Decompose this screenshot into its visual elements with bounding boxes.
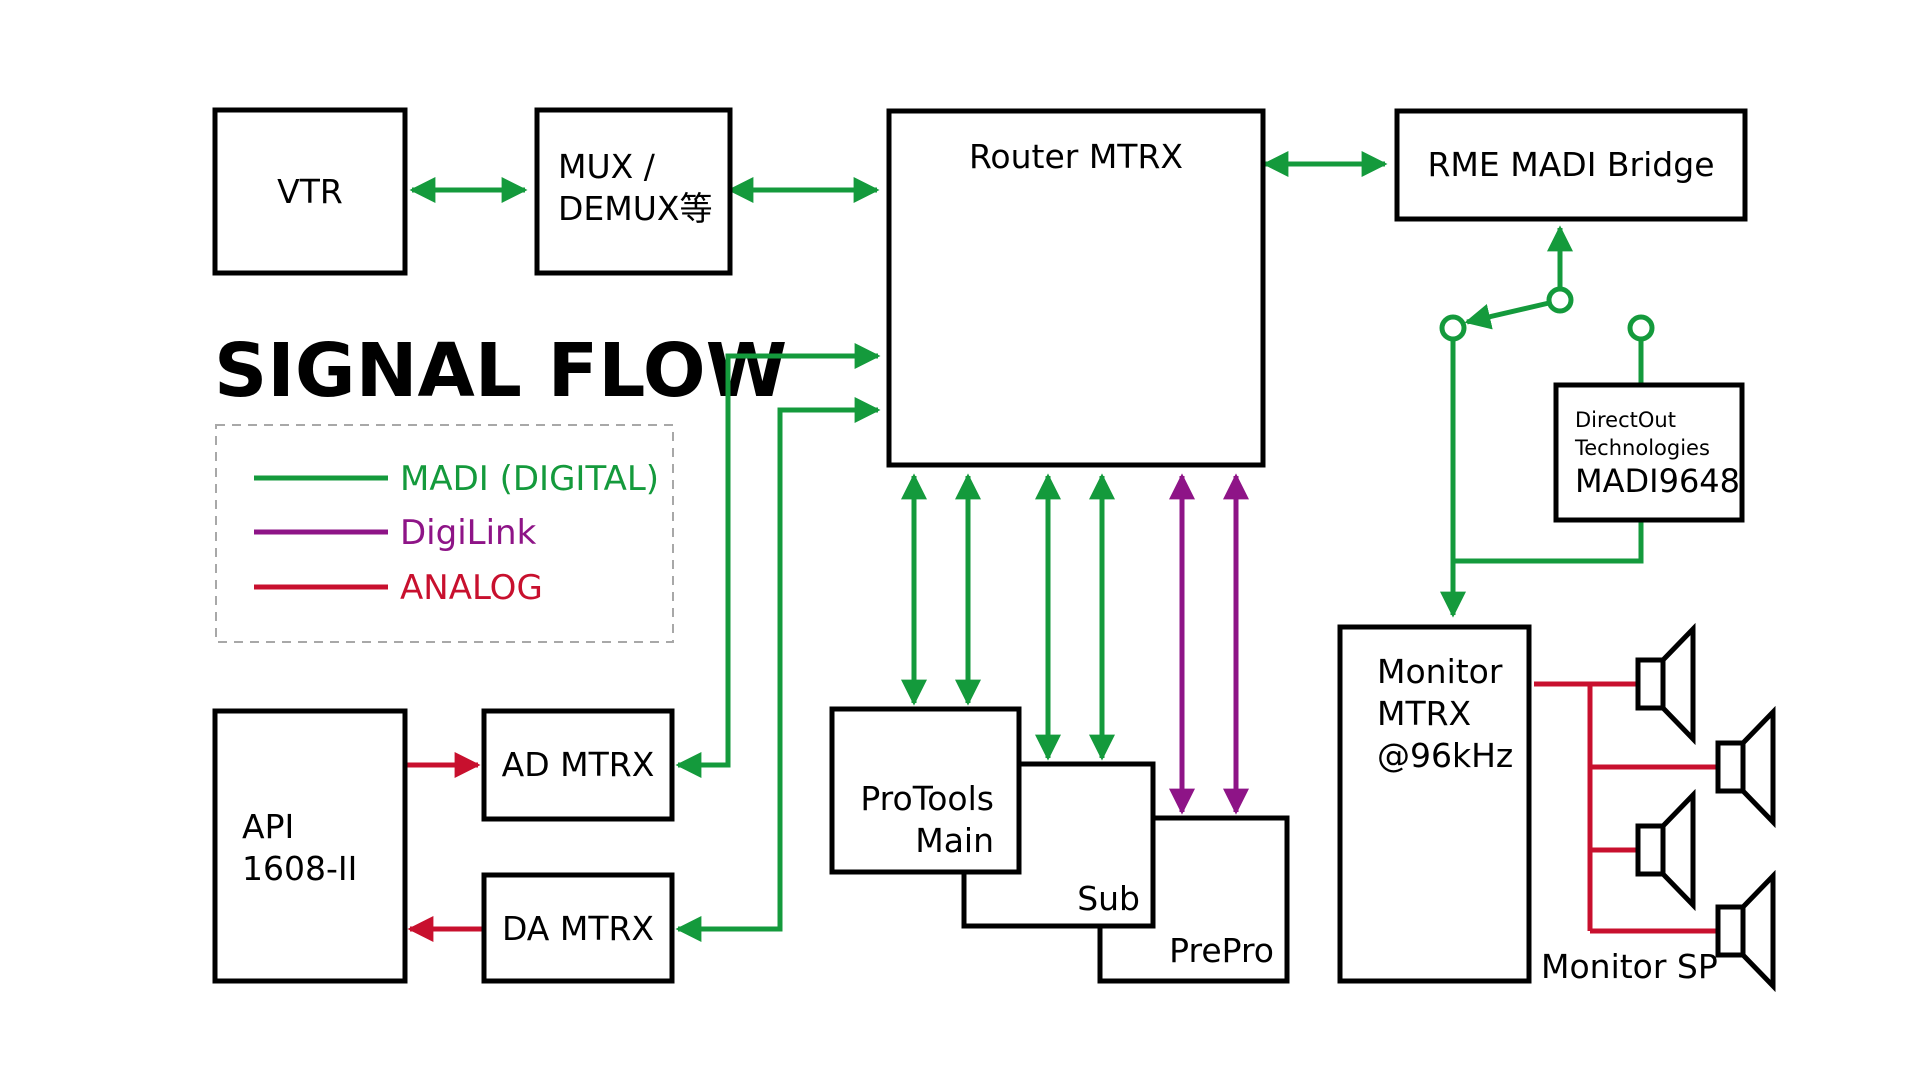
legend-frame [215, 424, 674, 643]
switch-port-icon [1546, 286, 1574, 314]
link-da-router [675, 397, 881, 942]
legend-label-madi: MADI (DIGITAL) [400, 459, 659, 499]
sub-label: Sub [1077, 879, 1140, 918]
api-label-line2: 1608-II [242, 849, 357, 888]
api-box: API 1608-II [212, 708, 408, 984]
mux-box: MUX / DEMUX等 [534, 107, 733, 276]
legend-item-digilink: DigiLink [254, 513, 537, 553]
speaker-icon [1635, 788, 1696, 912]
api-label-line1: API [242, 807, 294, 846]
analog-speaker-bus [1534, 681, 1720, 934]
monitor-mtrx-box: Monitor MTRX @96kHz [1337, 624, 1532, 984]
monitor-sp-label: Monitor SP [1541, 947, 1718, 986]
speaker-icon [1715, 869, 1776, 993]
rme-box: RME MADI Bridge [1394, 108, 1748, 222]
da-mtrx-box: DA MTRX [481, 872, 675, 984]
legend: MADI (DIGITAL) DigiLink ANALOG [215, 424, 674, 643]
directout-label-line1: DirectOut [1575, 408, 1676, 432]
switch-lever [1464, 300, 1550, 330]
router-box: Router MTRX [886, 108, 1266, 468]
da-mtrx-label: DA MTRX [502, 909, 654, 948]
protools-main-box: ProTools Main [829, 706, 1022, 875]
legend-label-analog: ANALOG [400, 568, 543, 608]
switch-port-icon [1439, 314, 1467, 342]
link-directout-monitor [1453, 520, 1644, 564]
vtr-label: VTR [277, 172, 343, 211]
protools-label-line1: ProTools [860, 779, 994, 818]
mux-label-line2: DEMUX等 [558, 189, 713, 228]
diagram-title: SIGNAL FLOW [214, 328, 787, 414]
mux-label-line1: MUX / [558, 147, 656, 186]
rme-label: RME MADI Bridge [1428, 145, 1715, 184]
prepro-label: PrePro [1169, 931, 1274, 970]
protools-label-line2: Main [915, 821, 994, 860]
connections [407, 151, 1720, 942]
directout-label-line2: Technologies [1574, 436, 1710, 460]
legend-item-madi: MADI (DIGITAL) [254, 459, 659, 499]
directout-label-line3: MADI9648 [1575, 462, 1740, 500]
ad-mtrx-box: AD MTRX [481, 708, 675, 822]
legend-label-digilink: DigiLink [400, 513, 537, 553]
ad-mtrx-label: AD MTRX [502, 745, 655, 784]
legend-item-analog: ANALOG [254, 568, 543, 608]
router-label: Router MTRX [969, 137, 1183, 176]
vtr-box: VTR [212, 107, 408, 276]
monitor-label-line2: MTRX [1377, 694, 1471, 733]
directout-box: DirectOut Technologies MADI9648 [1553, 382, 1745, 523]
speaker-icon [1715, 705, 1776, 829]
switch-port-icon [1627, 314, 1655, 342]
monitor-label-line3: @96kHz [1377, 736, 1513, 775]
monitor-label-line1: Monitor [1377, 652, 1503, 691]
speaker-icon [1635, 622, 1696, 746]
